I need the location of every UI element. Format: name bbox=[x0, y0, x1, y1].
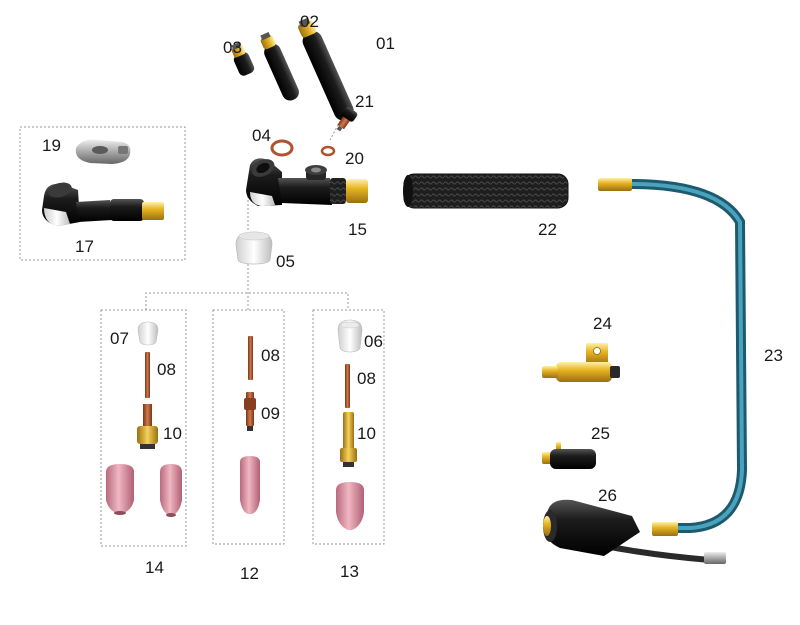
electrode-part-c bbox=[345, 364, 350, 408]
part-label-06: 06 bbox=[364, 332, 383, 351]
power-plug-part bbox=[542, 442, 596, 469]
torch-head-part bbox=[246, 158, 368, 206]
hose-cover-part bbox=[403, 173, 569, 209]
part-label-22: 22 bbox=[538, 220, 557, 239]
part-label-23: 23 bbox=[764, 346, 783, 365]
power-cable-part bbox=[598, 178, 748, 536]
part-label-01: 01 bbox=[376, 34, 395, 53]
part-label-05: 05 bbox=[276, 252, 295, 271]
part-label-13: 13 bbox=[340, 562, 359, 581]
part-label-12: 12 bbox=[240, 564, 259, 583]
electrode-part-a bbox=[145, 352, 150, 398]
part-label-07: 07 bbox=[110, 329, 129, 348]
connector-horizontal bbox=[145, 292, 349, 310]
part-label-21: 21 bbox=[355, 92, 374, 111]
insulator-small-part bbox=[137, 321, 159, 346]
part-label-08-a: 08 bbox=[157, 360, 176, 379]
part-label-26: 26 bbox=[598, 486, 617, 505]
part-label-08-b: 08 bbox=[261, 346, 280, 365]
part-label-17: 17 bbox=[75, 237, 94, 256]
frame-13 bbox=[312, 309, 385, 545]
back-cap-long-part bbox=[298, 17, 354, 121]
gas-adapter-part bbox=[542, 343, 620, 382]
collet-part bbox=[244, 392, 256, 431]
part-label-09: 09 bbox=[261, 404, 280, 423]
electrode-part-b bbox=[248, 336, 253, 380]
ceramic-nozzle-part-c bbox=[240, 456, 260, 514]
part-label-24: 24 bbox=[593, 314, 612, 333]
part-label-04: 04 bbox=[252, 126, 271, 145]
ceramic-nozzle-part-a bbox=[106, 464, 134, 515]
part-label-03: 03 bbox=[223, 38, 242, 57]
part-label-10-b: 10 bbox=[357, 424, 376, 443]
valve-screw-part bbox=[336, 106, 358, 132]
collet-body-part-b bbox=[340, 412, 357, 467]
frame-12 bbox=[212, 309, 285, 545]
flex-torch-head-part bbox=[42, 182, 164, 226]
part-label-02: 02 bbox=[300, 12, 319, 31]
collet-body-part-a bbox=[137, 404, 158, 449]
part-label-25: 25 bbox=[591, 424, 610, 443]
part-label-08-c: 08 bbox=[357, 369, 376, 388]
central-connector-part bbox=[543, 499, 726, 564]
ceramic-nozzle-part-d bbox=[336, 482, 364, 530]
gas-lens-insulator-part bbox=[235, 231, 273, 265]
valve-knob-part bbox=[75, 139, 131, 164]
insulator-large-part bbox=[337, 319, 363, 353]
part-label-20: 20 bbox=[345, 149, 364, 168]
ceramic-nozzle-part-b bbox=[160, 464, 182, 517]
part-label-10-a: 10 bbox=[163, 424, 182, 443]
o-ring-large-part bbox=[270, 139, 294, 157]
part-label-15: 15 bbox=[348, 220, 367, 239]
back-cap-short-part bbox=[231, 42, 255, 76]
part-label-19: 19 bbox=[42, 136, 61, 155]
back-cap-medium-part bbox=[260, 32, 299, 101]
frame-14 bbox=[100, 309, 187, 547]
part-label-14: 14 bbox=[145, 558, 164, 577]
o-ring-small-part bbox=[320, 145, 336, 157]
frame-17-19 bbox=[19, 126, 186, 261]
